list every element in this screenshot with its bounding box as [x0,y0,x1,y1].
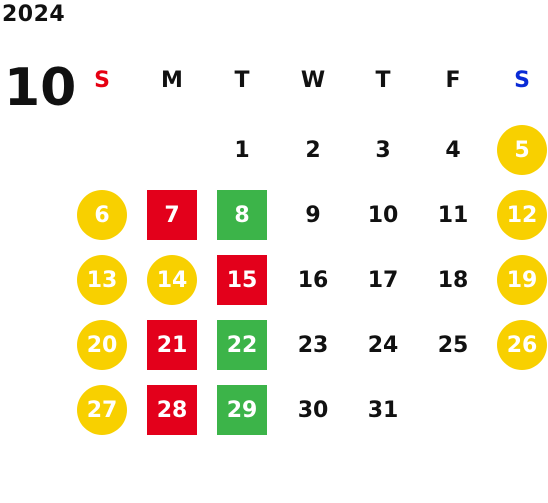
day-cell[interactable]: 4 [445,137,461,163]
weekday-header: F [445,68,461,93]
day-cell[interactable]: 26 [497,320,547,370]
year-label: 2024 [2,2,66,27]
day-cell[interactable]: 13 [77,255,127,305]
day-cell[interactable]: 22 [217,320,267,370]
weekday-header: T [234,68,250,93]
day-cell[interactable]: 24 [367,332,399,358]
day-cell[interactable]: 9 [305,202,321,228]
weekday-header: T [375,68,391,93]
day-cell[interactable]: 28 [147,385,197,435]
day-cell[interactable]: 12 [497,190,547,240]
day-cell[interactable]: 8 [217,190,267,240]
day-cell[interactable]: 3 [375,137,391,163]
day-cell[interactable]: 18 [437,267,469,293]
day-cell[interactable]: 25 [437,332,469,358]
day-cell[interactable]: 5 [497,125,547,175]
day-cell[interactable]: 7 [147,190,197,240]
day-cell[interactable]: 14 [147,255,197,305]
day-cell[interactable]: 1 [234,137,250,163]
weekday-header: S [514,68,530,93]
day-cell[interactable]: 31 [367,397,399,423]
day-cell[interactable]: 23 [297,332,329,358]
weekday-header: M [161,68,183,93]
day-cell[interactable]: 30 [297,397,329,423]
day-cell[interactable]: 27 [77,385,127,435]
day-cell[interactable]: 11 [437,202,469,228]
day-cell[interactable]: 10 [367,202,399,228]
day-cell[interactable]: 2 [305,137,321,163]
day-cell[interactable]: 17 [367,267,399,293]
weekday-header: S [94,68,110,93]
month-label: 10 [4,58,77,118]
day-cell[interactable]: 6 [77,190,127,240]
day-cell[interactable]: 19 [497,255,547,305]
day-cell[interactable]: 29 [217,385,267,435]
day-cell[interactable]: 20 [77,320,127,370]
weekday-header: W [300,68,326,93]
day-cell[interactable]: 21 [147,320,197,370]
day-cell[interactable]: 15 [217,255,267,305]
day-cell[interactable]: 16 [297,267,329,293]
